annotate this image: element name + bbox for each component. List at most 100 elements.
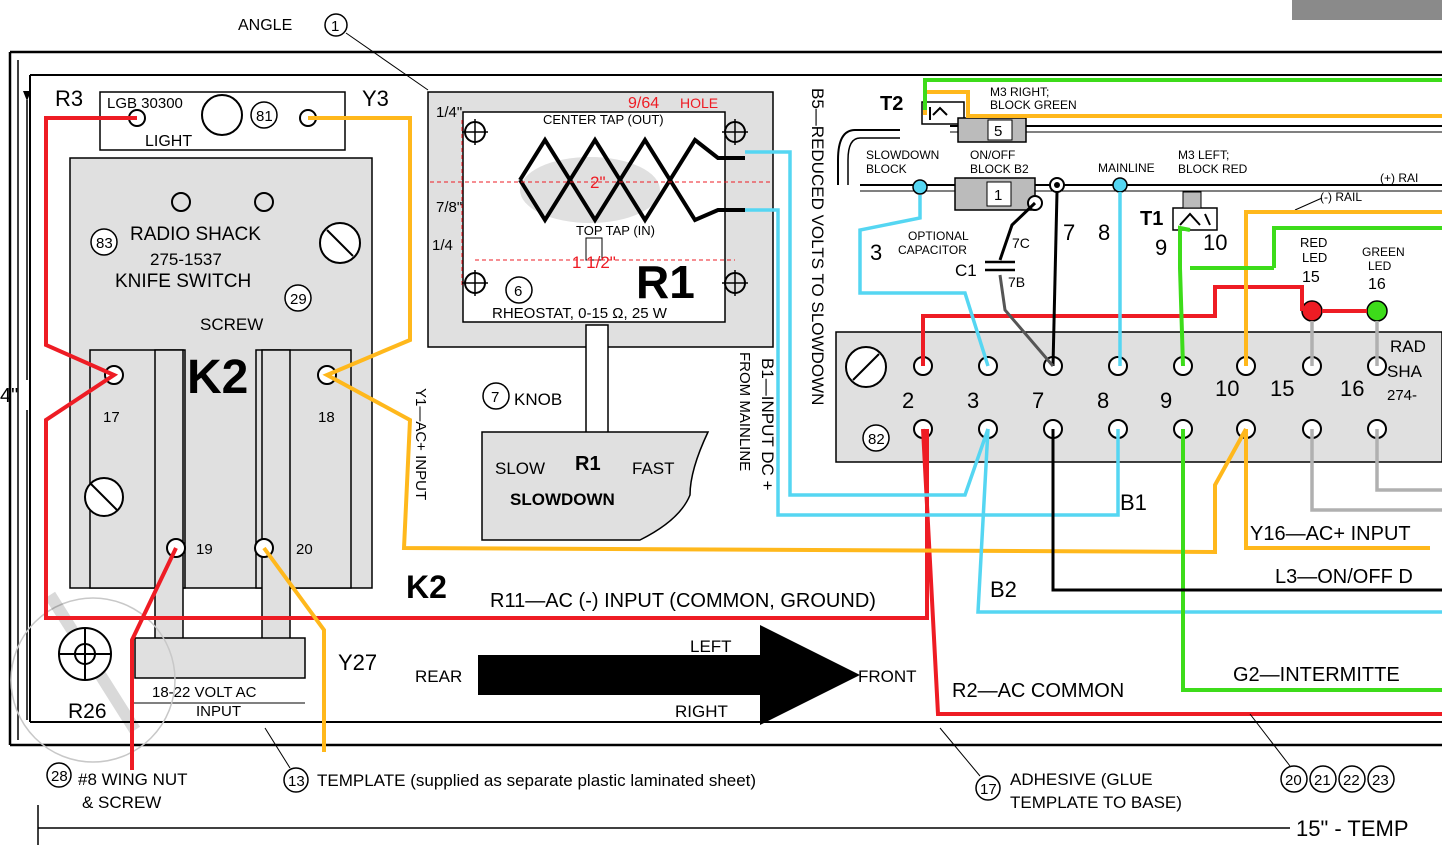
- capacitor-c1: C1: [955, 261, 977, 280]
- terminal-3: 3: [967, 388, 979, 413]
- light-bulb: [201, 94, 243, 136]
- callout-20-text: 20: [1285, 772, 1302, 789]
- red-wires: [44, 116, 1442, 770]
- wire-r3-label: R3: [55, 86, 83, 111]
- red-led-1: RED: [1300, 235, 1327, 250]
- mainline-label: MAINLINE: [1098, 161, 1155, 175]
- arrow-front: FRONT: [858, 667, 917, 686]
- slowdown-knob: [481, 431, 710, 541]
- arrow-left: LEFT: [690, 637, 732, 656]
- terminal-2: 2: [902, 388, 914, 413]
- callout-81: [250, 101, 278, 129]
- g2-label: G2—INTERMITTE: [1233, 664, 1400, 686]
- height-dimension: 4": [0, 385, 18, 407]
- y16-label: Y16—AC+ INPUT: [1250, 523, 1411, 545]
- red-led-3: 15: [1302, 269, 1320, 286]
- callout-17-text: 17: [980, 781, 997, 798]
- wire-10-label: 10: [1203, 230, 1227, 255]
- switch-type: KNIFE SWITCH: [115, 271, 251, 292]
- positive-rail: (+) RAI: [1380, 171, 1418, 185]
- negative-rail: (-) RAIL: [1320, 190, 1362, 204]
- callout-22: [1338, 765, 1366, 793]
- callout-23-text: 23: [1372, 772, 1389, 789]
- from-mainline-label: FROM MAINLINE: [736, 352, 753, 471]
- callout-7-text: 7: [491, 389, 499, 406]
- terminal-18-label: 18: [318, 409, 335, 426]
- volt-input-label: INPUT: [196, 703, 241, 720]
- knob-slowdown: SLOWDOWN: [510, 490, 615, 509]
- cyan-wires: [745, 150, 1442, 614]
- m3-right-2: BLOCK GREEN: [990, 98, 1077, 112]
- callout-7: [482, 382, 510, 410]
- wire-7-label: 7: [1063, 220, 1075, 245]
- callout-82: [862, 424, 890, 452]
- strip-brand-1: RAD: [1390, 337, 1426, 356]
- red-led: [1301, 300, 1323, 322]
- volt-label: 18-22 VOLT AC: [152, 684, 257, 701]
- onoff-block-2: BLOCK B2: [970, 162, 1029, 176]
- callout-21-text: 21: [1314, 772, 1331, 789]
- dim-one-half: 1 1/2": [572, 253, 616, 272]
- knob-slow: SLOW: [495, 459, 545, 478]
- gray-wires: [1310, 321, 1442, 512]
- terminal-17-label: 17: [103, 409, 120, 426]
- angle-label: ANGLE: [238, 17, 292, 34]
- knob-shaft: [585, 324, 609, 436]
- b1-input-label: B1—INPUT DC +: [758, 358, 777, 490]
- m3-left-2: BLOCK RED: [1178, 162, 1248, 176]
- b5-label: B5—REDUCED VOLTS TO SLOWDOWN: [808, 88, 827, 405]
- adhesive-2: TEMPLATE TO BASE): [1010, 793, 1182, 812]
- template-note: TEMPLATE (supplied as separate plastic l…: [317, 771, 756, 790]
- top-tap-label: TOP TAP (IN): [576, 223, 655, 238]
- strip-brand-3: 274-: [1387, 387, 1417, 404]
- callout-23: [1367, 765, 1395, 793]
- t2-label: T2: [880, 93, 903, 115]
- l3-label: L3—ON/OFF D: [1275, 566, 1413, 588]
- block-5-label: 5: [994, 123, 1002, 140]
- callout-29: [284, 284, 312, 312]
- capacitor-word: CAPACITOR: [898, 243, 967, 257]
- green-led-1: GREEN: [1362, 245, 1405, 259]
- terminal-10: 10: [1215, 376, 1239, 401]
- m3-right-1: M3 RIGHT;: [990, 85, 1049, 99]
- block-1: [986, 181, 1012, 207]
- onoff-block-1: ON/OFF: [970, 148, 1015, 162]
- terminal-16: 16: [1340, 376, 1364, 401]
- terminal-strip: [835, 331, 1442, 463]
- adhesive-1: ADHESIVE (GLUE: [1010, 770, 1153, 789]
- k2-side-label: K2: [406, 569, 447, 605]
- callout-28-text: 28: [51, 768, 68, 785]
- r11-label: R11—AC (-) INPUT (COMMON, GROUND): [490, 590, 876, 612]
- terminal-20-label: 20: [296, 541, 313, 558]
- wingnut-2: & SCREW: [82, 793, 161, 812]
- wire-8-label: 8: [1098, 220, 1110, 245]
- dim-two-inch: 2": [590, 173, 606, 192]
- green-led-3: 16: [1368, 276, 1386, 293]
- k2-label: K2: [187, 351, 248, 404]
- knob-label: KNOB: [514, 390, 562, 409]
- screw-label: SCREW: [200, 315, 263, 334]
- callout-81-text: 81: [256, 108, 273, 125]
- length-dimension: 15" - TEMP: [1296, 816, 1409, 841]
- wingnut-1: #8 WING NUT: [78, 770, 188, 789]
- wire-3-label: 3: [870, 240, 882, 265]
- capacitor-7c: 7C: [1012, 235, 1030, 251]
- callout-1-text: 1: [331, 18, 339, 35]
- terminal-9: 9: [1160, 388, 1172, 413]
- r26-label: R26: [68, 700, 107, 723]
- callout-6-text: 6: [514, 283, 522, 300]
- dim-seven-eighths: 7/8": [436, 199, 462, 216]
- callout-21: [1309, 765, 1337, 793]
- red-led-2: LED: [1302, 250, 1327, 265]
- terminal-15: 15: [1270, 376, 1294, 401]
- b2-label: B2: [990, 577, 1017, 602]
- callout-82-text: 82: [868, 431, 885, 448]
- arrow-right: RIGHT: [675, 702, 728, 721]
- callout-1: [324, 13, 348, 37]
- green-led-2: LED: [1368, 259, 1392, 273]
- arrow-rear: REAR: [415, 667, 462, 686]
- terminal-8: 8: [1097, 388, 1109, 413]
- black-wires: [998, 191, 1442, 592]
- callout-20: [1280, 765, 1308, 793]
- t2-turnout: [921, 101, 965, 125]
